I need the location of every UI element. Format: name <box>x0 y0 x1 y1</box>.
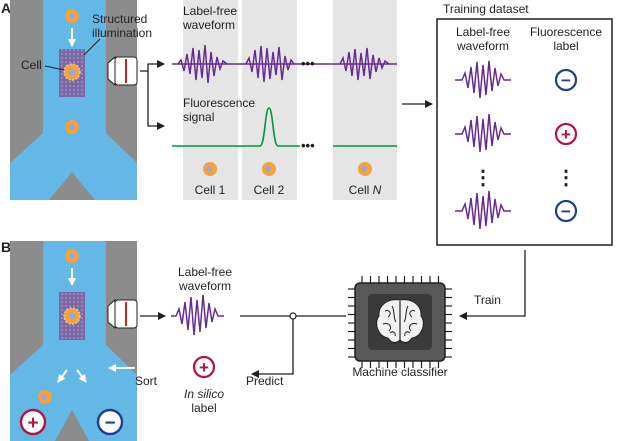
svg-text:−: − <box>104 413 115 434</box>
cell-1-label: Cell 1 <box>195 183 226 197</box>
label-free-waveform <box>339 47 390 81</box>
label-free-waveform <box>245 45 295 83</box>
cell-icon <box>358 162 372 176</box>
label-free-waveform <box>171 294 224 336</box>
brain-icon <box>376 299 424 343</box>
training-row: + <box>455 113 578 153</box>
cell-icon <box>63 63 81 81</box>
label-free-waveform <box>455 60 511 99</box>
positive-sign: + <box>561 125 571 144</box>
ellipsis: ••• <box>301 138 315 153</box>
vertical-ellipsis: ⋮ <box>473 167 493 189</box>
training-row: − <box>455 60 578 99</box>
flow-arrow <box>76 369 87 383</box>
cell-icon <box>65 249 79 263</box>
negative-outlet-icon: − <box>96 408 124 436</box>
svg-text:+: + <box>199 358 209 377</box>
cell-icon <box>65 120 79 134</box>
ellipsis: ••• <box>301 56 315 71</box>
flow-channel-a <box>10 0 137 200</box>
positive-outlet-icon: + <box>19 408 47 436</box>
negative-sign: − <box>561 202 571 221</box>
svg-text:+: + <box>27 413 38 434</box>
panel-b-letter: B <box>1 239 11 255</box>
cell-icon <box>63 307 81 325</box>
panel-a-letter: A <box>1 0 11 16</box>
label-free-waveform <box>177 44 228 84</box>
cell-n-label: Cell N <box>349 183 382 197</box>
label-free-waveform <box>455 190 511 230</box>
objective-lens-icon <box>107 55 138 87</box>
positive-label-icon: + <box>192 355 216 379</box>
train-label: Train <box>474 293 501 307</box>
label-free-waveform <box>455 113 511 153</box>
vertical-ellipsis: ⋮ <box>556 167 576 189</box>
cell-icon <box>262 162 276 176</box>
positive-label-icon <box>554 122 578 146</box>
flow-arrow <box>57 369 68 383</box>
cell-label: Cell <box>21 58 42 72</box>
negative-label-icon <box>554 68 578 92</box>
objective-lens-icon <box>107 298 138 330</box>
predict-label: Predict <box>246 374 284 388</box>
training-row: − <box>455 190 578 230</box>
cell-2-label: Cell 2 <box>254 183 285 197</box>
machine-classifier-label: Machine classifier <box>352 365 447 379</box>
sort-label: Sort <box>135 374 158 388</box>
training-dataset-title: Training dataset <box>443 2 529 16</box>
cell-icon <box>203 162 217 176</box>
cell-icon <box>38 390 52 404</box>
negative-sign: − <box>561 71 571 90</box>
cell-icon <box>65 9 79 23</box>
negative-label-icon <box>554 199 578 223</box>
machine-classifier-chip-icon <box>348 276 452 368</box>
fluorescence-signal <box>172 107 300 147</box>
